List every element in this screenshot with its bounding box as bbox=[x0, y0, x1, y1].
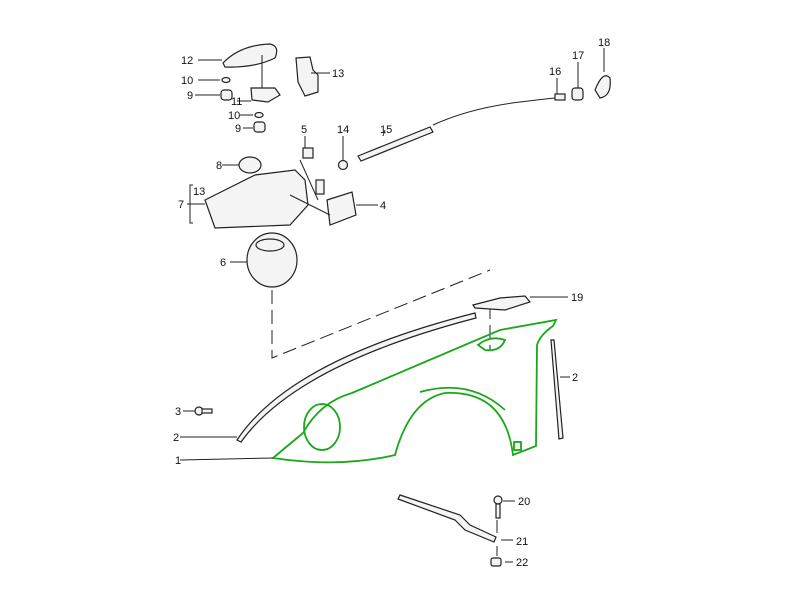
label-4: 4 bbox=[380, 200, 386, 212]
label-21: 21 bbox=[516, 536, 528, 548]
part-10-washer-b bbox=[240, 111, 264, 119]
label-2: 2 bbox=[173, 432, 179, 444]
label-12: 12 bbox=[181, 55, 193, 67]
part-3-screw bbox=[183, 406, 213, 416]
cable bbox=[432, 97, 556, 126]
part-18-knob bbox=[594, 48, 611, 99]
part-11-bracket bbox=[237, 55, 281, 103]
part-7-housing bbox=[187, 169, 309, 229]
label-19: 19 bbox=[571, 292, 583, 304]
part-6-boot bbox=[230, 232, 298, 288]
label-9: 9 bbox=[187, 90, 193, 102]
part-17-sleeve bbox=[571, 62, 584, 101]
part-2-trim-strip-upper bbox=[236, 312, 477, 443]
label-5: 5 bbox=[301, 124, 307, 136]
label-17: 17 bbox=[572, 50, 584, 62]
label-13: 13 bbox=[193, 186, 205, 198]
part-14-nut bbox=[337, 136, 349, 171]
part-9-grommet-a bbox=[195, 89, 233, 101]
label-14: 14 bbox=[337, 124, 349, 136]
label-22: 22 bbox=[516, 557, 528, 569]
label-11: 11 bbox=[231, 96, 242, 108]
label-16: 16 bbox=[549, 66, 561, 78]
part-4-flap bbox=[289, 191, 378, 226]
part-2-trim-strip-rear bbox=[550, 339, 564, 440]
part-9-grommet-b bbox=[243, 121, 266, 133]
part-19-bracket bbox=[472, 295, 568, 311]
part-12-cover bbox=[198, 43, 278, 68]
label-10: 10 bbox=[228, 110, 240, 122]
part-15-tube bbox=[357, 126, 434, 162]
label-2: 2 bbox=[572, 372, 578, 384]
part-16-cable-end bbox=[554, 78, 566, 101]
part-21-strap bbox=[397, 494, 513, 543]
part-10-washer-a bbox=[198, 76, 231, 84]
label-7: 7 bbox=[178, 199, 184, 211]
label-3: 3 bbox=[175, 406, 181, 418]
label-20: 20 bbox=[518, 496, 530, 508]
part-13-latch bbox=[295, 56, 330, 97]
part-22-nut bbox=[490, 546, 513, 567]
label-1: 1 bbox=[175, 455, 181, 467]
part-20-bolt bbox=[493, 495, 515, 533]
part-1-fender bbox=[179, 318, 558, 464]
label-15: 15 bbox=[380, 124, 392, 136]
part-5-screws bbox=[299, 136, 325, 201]
label-10: 10 bbox=[181, 75, 193, 87]
part-8-cap bbox=[222, 156, 262, 174]
label-9: 9 bbox=[235, 123, 241, 135]
assembly-line bbox=[271, 269, 491, 359]
label-6: 6 bbox=[220, 257, 226, 269]
label-8: 8 bbox=[216, 160, 222, 172]
label-13: 13 bbox=[332, 68, 344, 80]
label-18: 18 bbox=[598, 37, 610, 49]
